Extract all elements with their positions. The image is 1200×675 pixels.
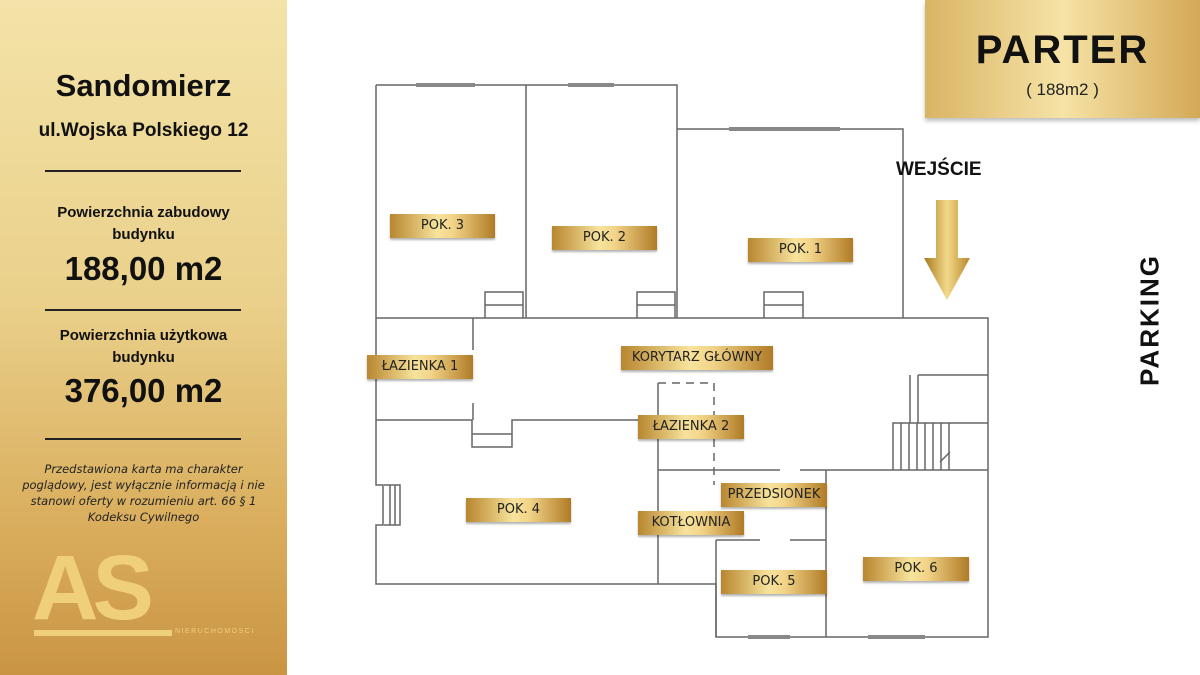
room-label: KOTŁOWNIA	[638, 511, 744, 535]
divider	[45, 438, 241, 440]
disclaimer: Przedstawiona karta ma charakter poglądo…	[22, 462, 265, 524]
street: ul.Wojska Polskiego 12	[38, 120, 249, 141]
built-area-value: 188,00 m2	[64, 250, 223, 287]
room-label: PRZEDSIONEK	[721, 483, 827, 507]
logo-bar	[34, 630, 172, 636]
info-panel: Sandomierz ul.Wojska Polskiego 12 Powier…	[0, 0, 287, 675]
room-label: POK. 4	[466, 498, 571, 522]
city: Sandomierz	[55, 68, 232, 103]
room-label: KORYTARZ GŁÓWNY	[621, 346, 773, 370]
room-label: ŁAZIENKA 2	[638, 415, 744, 439]
divider	[45, 170, 241, 172]
room-label: POK. 3	[390, 214, 495, 238]
entrance-label: WEJŚCIE	[896, 159, 982, 180]
room-label: ŁAZIENKA 1	[367, 355, 473, 379]
room-label: POK. 6	[863, 557, 969, 581]
floor-header: PARTER ( 188m2 )	[925, 0, 1200, 118]
divider	[45, 309, 241, 311]
room-label: POK. 5	[721, 570, 827, 594]
built-area-label: Powierzchnia zabudowy budynku	[57, 204, 230, 243]
logo-subtitle: NIERUCHOMOSCI	[175, 628, 255, 635]
usable-area-label: Powierzchnia użytkowa budynku	[59, 327, 228, 366]
room-label: POK. 2	[552, 226, 657, 250]
logo: AS	[32, 537, 154, 639]
parking-label: PARKING	[1134, 254, 1165, 386]
entrance-arrow-icon	[924, 200, 970, 300]
floor-title: PARTER	[975, 28, 1150, 72]
room-label: POK. 1	[748, 238, 853, 262]
usable-area-value: 376,00 m2	[64, 372, 223, 409]
floor-area: ( 188m2 )	[1026, 80, 1099, 99]
